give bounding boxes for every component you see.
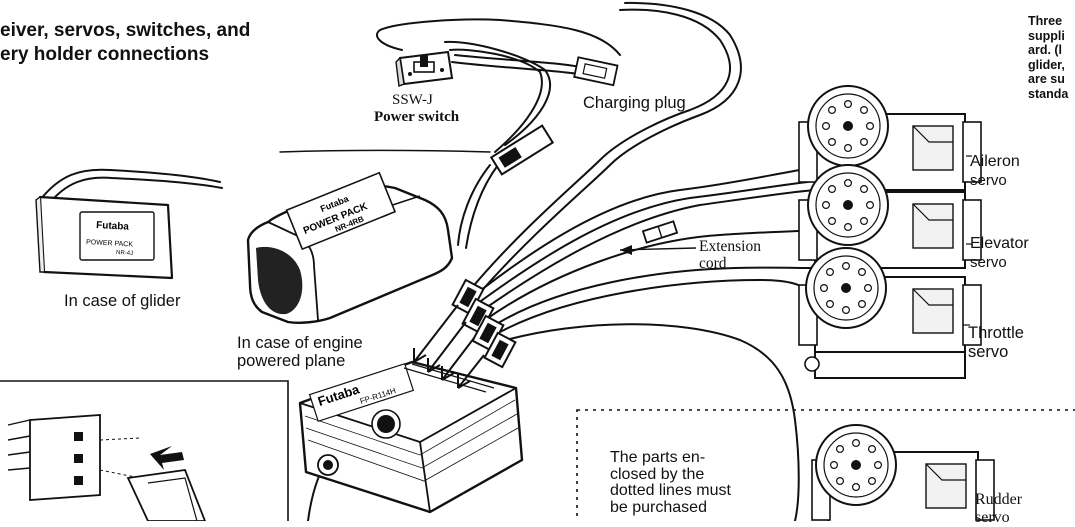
dotted-note-line-3: dotted lines must [610,482,731,499]
insert-arrow-icon [150,446,184,470]
engine-caption-line-1: In case of engine [237,334,363,352]
aileron-servo-label: Aileron servo [970,152,1020,190]
glider-pack-print1: POWER PACK [86,239,134,248]
engine-battery-pack: Futaba POWER PACK NR-4RB [246,171,454,324]
elevator-line-2: servo [970,254,1007,271]
dotted-note-line-1: The parts en- [610,449,706,466]
dotted-note: The parts en- closed by the dotted lines… [610,449,731,516]
rudder-line-1: Rudder [975,491,1023,508]
switch-model-label: SSW-J [392,92,433,108]
rudder-servo [811,424,995,521]
rudder-line-2: servo [975,509,1010,526]
aileron-line-1: Aileron [970,153,1020,170]
switch-name-label: Power switch [374,109,460,125]
elevator-servo-label: Elevator servo [970,234,1029,272]
aileron-line-2: servo [970,172,1007,189]
throttle-line-1: Throttle [968,324,1024,342]
engine-caption-line-2: powered plane [237,352,346,370]
side-note-line: glider, [1028,57,1065,72]
side-note-line: Three [1028,14,1063,28]
side-note-line: standa [1028,86,1069,101]
glider-pack-brand: Futaba [96,220,130,233]
wiring [39,1,816,521]
throttle-line-2: servo [968,343,1009,361]
extension-cord-plug [641,220,679,244]
rudder-servo-label: Rudder servo [975,491,1022,527]
dotted-note-line-4: be purchased [610,498,707,516]
side-note: Three suppli ard. (l glider, are su stan… [1028,14,1068,101]
receiver-plugs [451,278,517,369]
extension-cord-line-1: Extension [699,238,761,255]
extension-cord-label: Extension cord [699,238,761,272]
page-title: eiver, servos, switches, and ery holder … [0,19,250,67]
insertion-arrows [413,304,485,389]
title-line-2: ery holder connections [0,44,210,65]
glider-pack-print2: NR-4J [116,250,133,257]
switch-plug [489,124,555,176]
side-note-line: ard. (l [1028,43,1063,57]
charging-plug-label: Charging plug [583,94,686,112]
extension-cord-line-2: cord [699,255,727,272]
engine-caption: In case of engine powered plane [237,334,363,370]
glider-caption: In case of glider [64,292,181,310]
side-note-line: suppli [1028,28,1065,43]
charging-plug [573,56,619,87]
dotted-note-line-2: closed by the [610,465,705,483]
glider-battery-pack: Futaba POWER PACK NR-4J [35,195,174,280]
throttle-servo-label: Throttle servo [968,324,1024,362]
connector-inset [0,380,289,521]
elevator-line-1: Elevator [970,235,1029,252]
receiver: Futaba FP-R114H [298,360,524,514]
side-note-line: are su [1028,72,1065,86]
throttle-servo [798,247,982,379]
title-line-1: eiver, servos, switches, and [0,20,251,41]
power-switch [395,50,454,87]
